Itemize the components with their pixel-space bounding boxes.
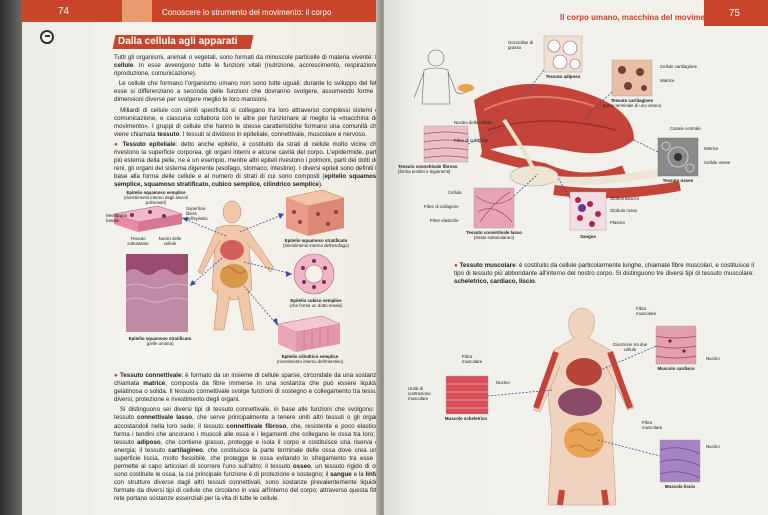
elastic-label: Fibre elastiche — [430, 218, 459, 223]
fiber3-label: Fibra muscolare — [642, 420, 663, 430]
connective-label: Tessuto sottostante — [127, 236, 149, 246]
squamous-stratified-block — [285, 189, 345, 236]
connective-text: ● Tessuto connettivale: è formato da un … — [114, 372, 381, 503]
squamous-simple-label: Epitelio squamoso semplice(rivestimento … — [124, 190, 188, 205]
woman-figure — [533, 307, 635, 506]
nuclei-label: Nuclei delle cellule — [158, 236, 182, 246]
human-figure — [197, 200, 275, 331]
contraction-label: Unità di contrazione muscolare — [408, 386, 431, 401]
arm-illustration — [474, 83, 681, 199]
muscle-arrows — [487, 345, 661, 457]
bone-matrix-label: Matrice — [704, 146, 719, 151]
skin-micrograph — [125, 254, 189, 332]
fiber2-label: Fibra muscolare — [462, 354, 483, 364]
nucleus3-label: Nucleo — [706, 444, 720, 449]
right-header: Il corpo umano, macchina del movimento 7… — [384, 0, 768, 26]
chapter-tab — [122, 0, 152, 22]
cubic-label: Epitelio cubico semplice(che forma un do… — [289, 298, 343, 308]
nucleus2-label: Nucleo — [496, 380, 510, 385]
cartilage-cells-label: Cellule cartilaginee — [660, 64, 698, 69]
cubic-block — [293, 253, 335, 295]
right-page-number: 75 — [728, 8, 740, 19]
cylindric-block — [277, 315, 341, 352]
blood-label: Sangue — [580, 234, 596, 239]
smooth-label: Muscolo liscio — [664, 484, 696, 489]
cardiac-label: Muscolo cardiaco — [657, 366, 695, 371]
central-canal-label: Canale centrale — [670, 126, 701, 131]
squamous-simple-block — [113, 205, 183, 232]
epithelium-figure — [113, 189, 345, 352]
left-page-number: 74 — [58, 6, 70, 17]
rbc-label: Globulo rosso — [610, 208, 638, 213]
fiber1-label: Fibra muscolare — [636, 306, 657, 316]
bone-label: Tessuto osseo — [662, 178, 694, 183]
left-chapter-title: Conoscere lo strumento del movimento: il… — [162, 8, 332, 17]
book-edge — [0, 0, 22, 515]
right-page: Il corpo umano, macchina del movimento 7… — [384, 0, 768, 515]
list-icon — [40, 30, 54, 44]
junction-label: Giunzione tra due cellule — [612, 342, 648, 352]
cell-label: Cellula — [448, 190, 462, 195]
connective-figure — [413, 35, 701, 506]
loose-label: Tessuto connettivale lasso(strato sottoc… — [466, 230, 522, 240]
cartilage-label: Tessuto cartilagineo(parte terminale di … — [602, 98, 662, 108]
wbc-label: Globuli bianchi — [610, 196, 639, 201]
connective-arrows — [467, 69, 659, 199]
skin-label: Epitelio squamoso stratificato(pelle uma… — [128, 336, 192, 346]
collagen2-label: Fibre di collagene — [424, 204, 459, 209]
epithelium-arrows — [181, 213, 293, 327]
collagen-label: Fibre di collagene — [454, 138, 489, 143]
right-corner-tab — [704, 0, 768, 26]
basal-membrane-label: Membrana basale — [106, 213, 127, 223]
intro-text: Tutti gli organismi, animali o vegetali,… — [114, 54, 380, 189]
skeletal-label: Muscolo scheletrico — [444, 416, 488, 421]
body-outline — [413, 49, 471, 105]
plasma-label: Plasma — [610, 220, 625, 225]
left-header: 74 Conoscere lo strumento del movimento:… — [22, 0, 382, 22]
nucleus1-label: Nucleo — [706, 356, 720, 361]
right-chapter-title: Il corpo umano, macchina del movimento — [560, 13, 718, 22]
left-page: 74 Conoscere lo strumento del movimento:… — [22, 0, 382, 515]
free-surface-label: Superficie libera dell'epitelio — [186, 206, 208, 221]
squamous-strat-label: Epitelio squamoso stratificato(rivestime… — [283, 238, 349, 248]
cylindric-label: Epitelio cilindrico semplice(rivestiment… — [276, 354, 344, 364]
section-title: Dalla cellula agli apparati — [118, 36, 238, 47]
bone-cells-label: Cellule ossee — [704, 160, 731, 165]
fat-drops-label: Goccioline di grasso — [508, 40, 534, 50]
blood-micrograph — [569, 191, 607, 231]
adipose-label: Tessuto adiposo — [545, 74, 581, 79]
cell-nucleus-label: Nucleo della cellula — [454, 120, 492, 125]
fibrous-label: Tessuto connettivale fibroso(forma tendi… — [398, 164, 458, 174]
muscle-text: ● Tessuto muscolare: è costituito da cel… — [454, 262, 754, 286]
cartilage-micrograph — [611, 59, 653, 97]
matrix-label: Matrice — [660, 78, 675, 83]
